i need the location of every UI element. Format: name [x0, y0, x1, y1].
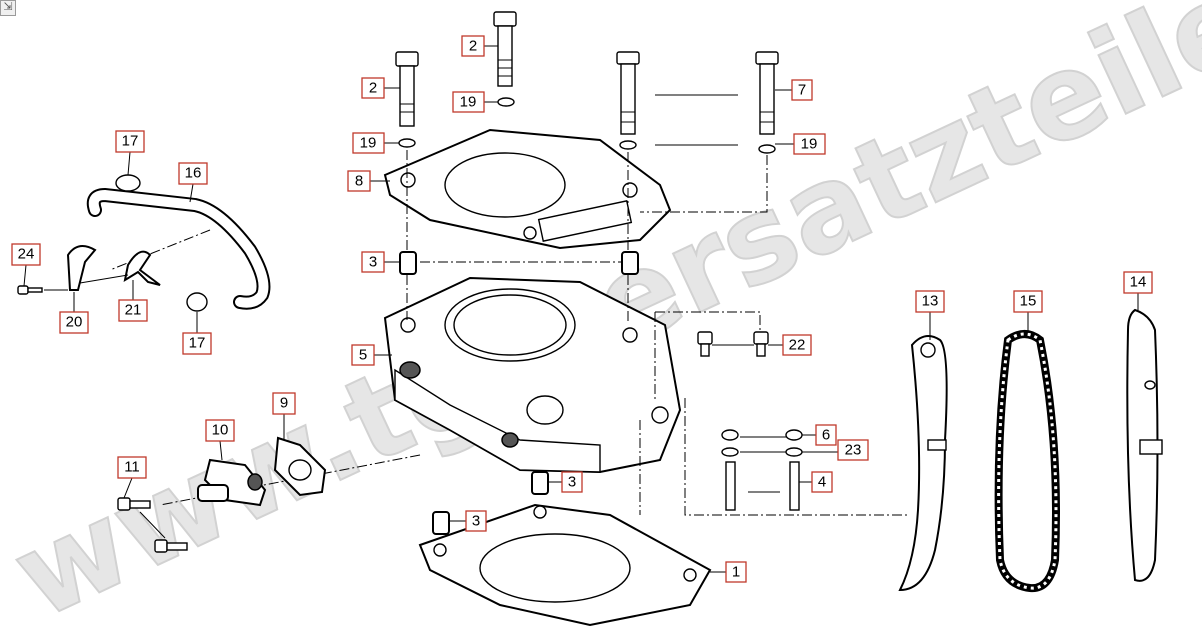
stud-4-right [789, 461, 800, 511]
callout-19-right[interactable]: 19 [793, 133, 826, 155]
expand-icon[interactable]: ⇲ [0, 0, 16, 16]
callout-label: 23 [845, 442, 862, 459]
nut-6-right [785, 429, 803, 441]
hose-clip-21 [123, 250, 161, 286]
bolt-2-left [395, 51, 419, 127]
callout-label: 9 [280, 395, 288, 412]
callout-22[interactable]: 22 [782, 334, 812, 356]
callout-label: 22 [789, 337, 806, 354]
callout-24[interactable]: 24 [11, 243, 41, 266]
callout-label: 4 [818, 474, 826, 491]
callout-label: 14 [1130, 274, 1147, 291]
callout-label: 2 [369, 80, 377, 97]
bolt-7-left [616, 51, 640, 135]
callout-20[interactable]: 20 [59, 311, 89, 334]
dowel-3-lower [531, 471, 549, 495]
stud-4-left [725, 461, 736, 511]
chain-tensioner-guide-14 [1126, 308, 1163, 582]
callout-3-bottom[interactable]: 3 [465, 510, 487, 532]
callout-label: 17 [122, 133, 139, 150]
callout-5[interactable]: 5 [351, 344, 375, 366]
callout-label: 20 [66, 314, 83, 331]
water-hose-16 [86, 187, 271, 310]
callout-label: 11 [124, 459, 140, 476]
callout-label: 3 [568, 474, 576, 491]
dowel-3-right [621, 251, 639, 275]
washer-19-center [497, 97, 515, 107]
callout-label: 24 [18, 246, 35, 263]
callout-label: 15 [1020, 293, 1037, 310]
screw-24 [17, 285, 43, 295]
tensioner-gasket-9 [273, 436, 327, 497]
base-gasket-1 [418, 503, 712, 627]
washer-23-right [785, 447, 803, 457]
callout-23[interactable]: 23 [837, 439, 869, 461]
nut-6-left [721, 429, 739, 441]
cylinder-5 [383, 276, 682, 474]
callout-19-left[interactable]: 19 [352, 132, 385, 154]
callout-3-lower[interactable]: 3 [561, 471, 583, 493]
callout-2-center[interactable]: 2 [461, 35, 485, 57]
callout-label: 3 [369, 254, 377, 271]
callout-7[interactable]: 7 [791, 79, 813, 101]
hose-bracket-20 [66, 245, 97, 291]
hose-clamp-17-bottom [186, 292, 208, 312]
callout-label: 8 [355, 173, 363, 190]
callout-21[interactable]: 21 [118, 299, 148, 322]
timing-chain-15 [994, 330, 1060, 593]
callout-6[interactable]: 6 [815, 424, 837, 446]
callout-17-top[interactable]: 17 [115, 130, 145, 153]
callout-17-bottom[interactable]: 17 [182, 332, 212, 355]
callout-8[interactable]: 8 [347, 170, 371, 192]
callout-16[interactable]: 16 [178, 162, 208, 185]
chain-guide-13 [898, 335, 948, 592]
callout-label: 3 [472, 513, 480, 530]
callout-label: 19 [360, 135, 377, 152]
callout-label: 1 [732, 564, 740, 581]
callout-11[interactable]: 11 [117, 456, 147, 479]
callout-9[interactable]: 9 [272, 392, 296, 415]
callout-14[interactable]: 14 [1123, 271, 1153, 294]
washer-19-left [398, 138, 416, 148]
head-gasket-8 [383, 128, 672, 250]
callout-label: 16 [185, 165, 202, 182]
callout-4[interactable]: 4 [811, 471, 833, 493]
callout-3-top[interactable]: 3 [361, 251, 385, 273]
washer-19-mid [619, 140, 637, 150]
callout-label: 7 [798, 82, 806, 99]
bolt-22-b [753, 331, 769, 357]
hose-clamp-17-top [115, 174, 141, 192]
bolt-7-right [755, 51, 779, 135]
callout-label: 2 [469, 38, 477, 55]
bolt-2-center [493, 11, 517, 87]
dowel-3-bottom [432, 511, 450, 535]
bolt-11-lower [154, 539, 188, 553]
callout-label: 17 [189, 335, 206, 352]
callout-label: 6 [822, 427, 830, 444]
callout-label: 10 [212, 422, 229, 439]
callout-label: 19 [460, 94, 477, 111]
bolt-22-a [697, 331, 713, 357]
callout-label: 13 [922, 293, 939, 310]
washer-23-left [721, 447, 739, 457]
callout-label: 19 [801, 136, 818, 153]
callout-label: 21 [125, 302, 142, 319]
chain-tensioner-10 [197, 458, 267, 507]
callout-1[interactable]: 1 [725, 561, 747, 583]
washer-19-right [758, 144, 776, 154]
dowel-3-left [399, 251, 417, 275]
callout-13[interactable]: 13 [915, 290, 945, 313]
callout-2-left[interactable]: 2 [361, 77, 385, 99]
callout-19-center[interactable]: 19 [452, 91, 485, 113]
callout-label: 5 [359, 347, 367, 364]
callout-15[interactable]: 15 [1013, 290, 1043, 313]
callout-10[interactable]: 10 [205, 419, 235, 442]
